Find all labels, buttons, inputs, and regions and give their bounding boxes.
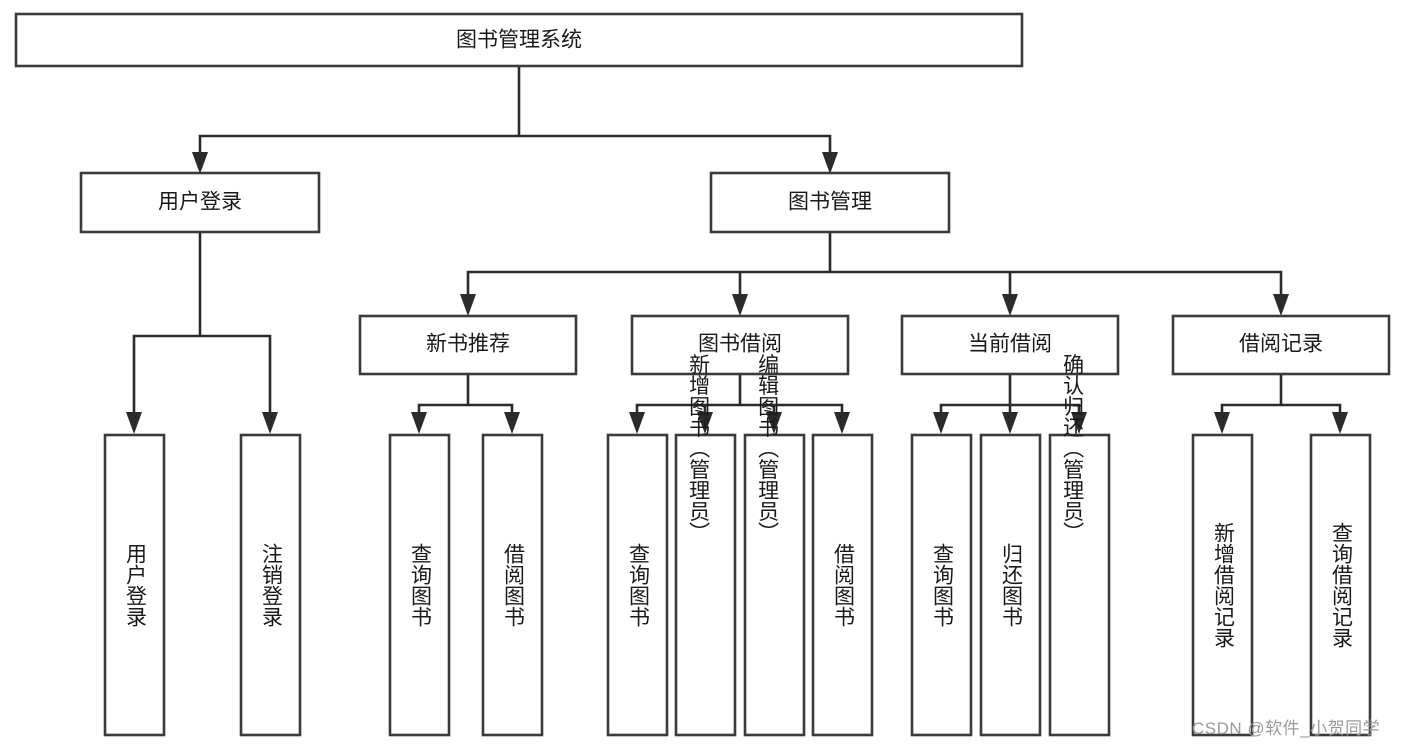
leaf-logout[interactable]: 注销登录 — [239, 433, 302, 737]
leaf-add-borrow-record-box[interactable] — [1191, 433, 1254, 737]
node-new-book-recommendation-label: 新书推荐 — [426, 333, 510, 356]
connector-user-login-trunk — [132, 230, 272, 422]
node-user-login-box[interactable] — [79, 171, 321, 234]
arrowhead-to-leaf-query-record — [1332, 412, 1348, 434]
node-root-box[interactable] — [14, 12, 1024, 68]
leaf-query-book-rec[interactable]: 查询图书 — [388, 433, 451, 737]
arrowhead-to-leaf-borrow-book-a — [504, 412, 520, 434]
arrowhead-to-user-login — [192, 152, 208, 174]
arrowhead-to-leaf-confirm-return — [1071, 412, 1087, 434]
leaf-borrow-book-rec-box[interactable] — [481, 433, 544, 737]
leaf-confirm-return[interactable]: 确认归还（管理员） — [1048, 354, 1111, 737]
node-new-book-recommendation-box[interactable] — [358, 314, 578, 376]
node-book-management-box[interactable] — [709, 171, 951, 234]
leaf-return-book[interactable]: 归还图书 — [979, 433, 1042, 737]
arrowhead-to-leaf-add-book — [697, 412, 713, 434]
connector-book-borrow-trunk — [635, 372, 844, 422]
leaf-borrow-book-rec-label: 借阅图书 — [502, 543, 526, 627]
node-borrow-record[interactable]: 借阅记录 — [1171, 314, 1391, 376]
leaf-edit-book-label: 编辑图书（管理员） — [756, 354, 780, 543]
arrowhead-to-leaf-user-login — [126, 412, 142, 434]
leaf-add-borrow-record-label: 新增借阅记录 — [1212, 522, 1236, 648]
leaf-user-login-label: 用户登录 — [124, 543, 148, 627]
leaf-query-book-current-box[interactable] — [910, 433, 973, 737]
node-book-management-label: 图书管理 — [788, 191, 872, 214]
arrowhead-to-leaf-return-book — [1002, 412, 1018, 434]
leaf-query-borrow-record-box[interactable] — [1309, 433, 1372, 737]
node-user-login-label: 用户登录 — [158, 191, 242, 214]
node-borrow-record-label: 借阅记录 — [1239, 333, 1323, 356]
connector-new-book-rec-trunk — [417, 372, 514, 422]
leaf-logout-label: 注销登录 — [260, 543, 284, 627]
leaf-user-login[interactable]: 用户登录 — [103, 433, 166, 737]
node-current-borrow-box[interactable] — [900, 314, 1120, 376]
connector-layer — [126, 64, 1348, 434]
leaf-query-book-borrow-box[interactable] — [606, 433, 669, 737]
node-root[interactable]: 图书管理系统 — [14, 12, 1024, 68]
arrowhead-to-leaf-borrow-book-b — [834, 412, 850, 434]
leaf-edit-book-box[interactable] — [743, 433, 806, 737]
leaf-user-login-box[interactable] — [103, 433, 166, 737]
arrowhead-to-leaf-query-book-b — [629, 412, 645, 434]
leaf-borrow-book-box[interactable] — [811, 433, 874, 737]
node-current-borrow-label: 当前借阅 — [968, 333, 1052, 356]
arrowhead-to-leaf-add-record — [1214, 412, 1230, 434]
leaf-query-book-borrow[interactable]: 查询图书 — [606, 433, 669, 737]
arrowhead-to-borrow-record — [1273, 294, 1289, 316]
leaf-add-borrow-record[interactable]: 新增借阅记录 — [1191, 433, 1254, 737]
arrowhead-to-leaf-logout — [262, 412, 278, 434]
leaf-query-book-current[interactable]: 查询图书 — [910, 433, 973, 737]
arrowhead-to-book-borrow — [732, 294, 748, 316]
connector-root-trunk — [198, 64, 832, 162]
node-borrow-record-box[interactable] — [1171, 314, 1391, 376]
leaf-confirm-return-label: 确认归还（管理员） — [1061, 354, 1085, 543]
node-book-borrow[interactable]: 图书借阅 — [630, 314, 850, 376]
leaf-borrow-book-label: 借阅图书 — [832, 543, 856, 627]
leaf-confirm-return-box[interactable] — [1048, 433, 1111, 737]
leaf-borrow-book-rec[interactable]: 借阅图书 — [481, 433, 544, 737]
arrowhead-to-leaf-query-book-a — [411, 412, 427, 434]
leaf-query-borrow-record-label: 查询借阅记录 — [1330, 522, 1354, 648]
node-user-login[interactable]: 用户登录 — [79, 171, 321, 234]
node-current-borrow[interactable]: 当前借阅 — [900, 314, 1120, 376]
node-book-management[interactable]: 图书管理 — [709, 171, 951, 234]
node-book-borrow-label: 图书借阅 — [698, 333, 782, 356]
leaf-query-borrow-record[interactable]: 查询借阅记录 — [1309, 433, 1372, 737]
leaf-add-book[interactable]: 新增图书（管理员） — [674, 354, 737, 737]
connector-book-management-trunk — [466, 230, 1283, 304]
leaf-return-book-box[interactable] — [979, 433, 1042, 737]
arrowhead-to-book-management — [822, 152, 838, 174]
leaf-add-book-box[interactable] — [674, 433, 737, 737]
leaf-query-book-current-label: 查询图书 — [931, 543, 955, 627]
leaf-add-book-label: 新增图书（管理员） — [687, 354, 711, 543]
connector-borrow-record-trunk — [1220, 372, 1342, 422]
leaf-query-book-rec-label: 查询图书 — [409, 543, 433, 627]
node-new-book-recommendation[interactable]: 新书推荐 — [358, 314, 578, 376]
node-book-borrow-box[interactable] — [630, 314, 850, 376]
leaf-query-book-rec-box[interactable] — [388, 433, 451, 737]
leaf-borrow-book[interactable]: 借阅图书 — [811, 433, 874, 737]
arrowhead-to-new-book-rec — [460, 294, 476, 316]
leaf-query-book-borrow-label: 查询图书 — [627, 543, 651, 627]
arrowhead-to-leaf-query-book-c — [933, 412, 949, 434]
arrowhead-to-leaf-edit-book — [766, 412, 782, 434]
arrowhead-to-current-borrow — [1002, 294, 1018, 316]
leaf-return-book-label: 归还图书 — [1000, 543, 1024, 627]
node-root-label: 图书管理系统 — [456, 29, 582, 52]
leaf-edit-book[interactable]: 编辑图书（管理员） — [743, 354, 806, 737]
leaf-logout-box[interactable] — [239, 433, 302, 737]
